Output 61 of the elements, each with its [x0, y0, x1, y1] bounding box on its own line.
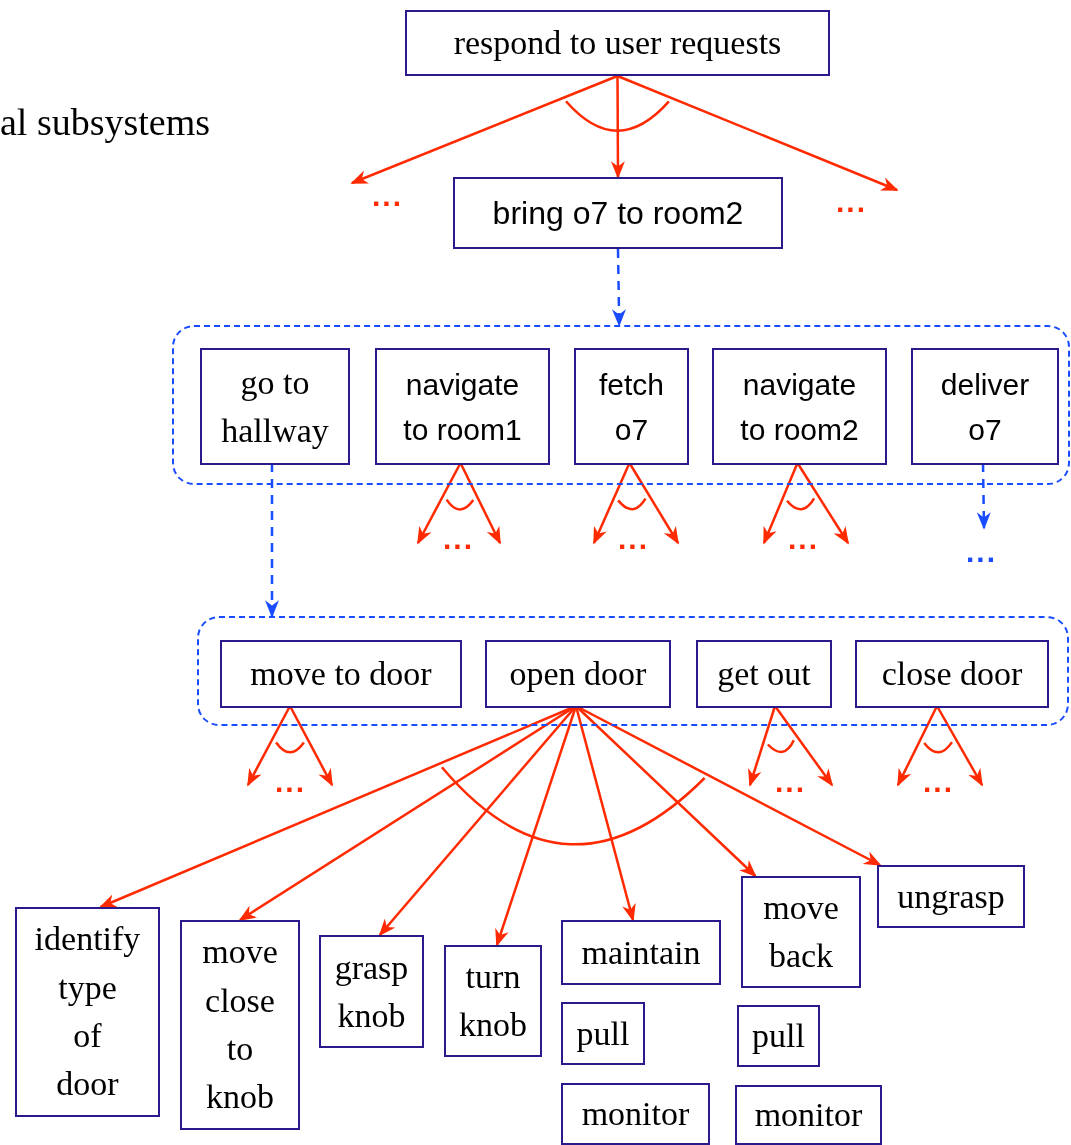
dashed-group-box: [197, 616, 1069, 726]
task-box: [319, 935, 424, 1048]
ellipsis-text: ...: [788, 527, 819, 551]
task-text: move back: [762, 888, 840, 976]
task-text: go to hallway: [220, 362, 330, 451]
task-text: get out: [717, 654, 811, 695]
task-text: maintain: [581, 932, 701, 973]
arrow: [617, 74, 899, 192]
ellipsis-text: ...: [836, 190, 867, 214]
task-text: turn knob: [458, 957, 528, 1045]
task-text: fetch o7: [597, 366, 665, 448]
task-box: [485, 640, 671, 708]
task-text: navigate to room2: [739, 366, 860, 448]
task-text: deliver o7: [939, 366, 1031, 448]
task-text: grasp knob: [333, 947, 410, 1036]
task-box: [375, 348, 550, 465]
arrow: [610, 76, 625, 179]
task-text: monitor: [754, 1095, 863, 1136]
task-box: [444, 945, 542, 1057]
task-text: open door: [509, 654, 647, 695]
task-text: close door: [881, 654, 1023, 695]
ellipsis-text: ...: [966, 540, 997, 564]
task-box: [15, 907, 160, 1117]
task-text: monitor: [581, 1094, 690, 1135]
task-box: [696, 640, 832, 708]
task-box: [574, 348, 689, 465]
task-box: [735, 1085, 882, 1145]
task-text: move to door: [250, 654, 432, 695]
task-text: navigate to room1: [402, 366, 523, 448]
ellipsis-text: ...: [443, 527, 474, 551]
task-box: [911, 348, 1059, 465]
task-text: ungrasp: [897, 876, 1005, 917]
task-box: [741, 876, 861, 988]
ellipsis-text: ...: [618, 527, 649, 551]
task-box: [712, 348, 887, 465]
ellipsis-text: ...: [775, 770, 806, 794]
task-box: [877, 865, 1025, 928]
task-box: [180, 920, 300, 1130]
task-box: [737, 1005, 820, 1067]
subsystems-text: al subsystems: [0, 100, 211, 144]
task-box: [561, 920, 721, 985]
task-box: [453, 177, 783, 249]
task-text: bring o7 to room2: [492, 193, 744, 233]
task-box: [405, 10, 830, 76]
task-text: move close to knob: [201, 932, 279, 1118]
task-box: [855, 640, 1049, 708]
task-box: [561, 1002, 645, 1065]
ellipsis-text: ...: [275, 770, 306, 794]
ellipsis-text: ...: [372, 184, 403, 208]
task-text: pull: [576, 1013, 630, 1054]
task-box: [200, 348, 350, 465]
task-box: [220, 640, 462, 708]
task-box: [561, 1083, 710, 1145]
task-text: identify type of door: [33, 919, 142, 1105]
arrow: [611, 248, 626, 327]
dashed-group-box: [172, 325, 1070, 485]
arrow: [350, 74, 618, 185]
task-text: pull: [752, 1016, 805, 1057]
ellipsis-text: ...: [923, 770, 954, 794]
arrow: [265, 463, 279, 618]
task-text: respond to user requests: [453, 23, 782, 64]
